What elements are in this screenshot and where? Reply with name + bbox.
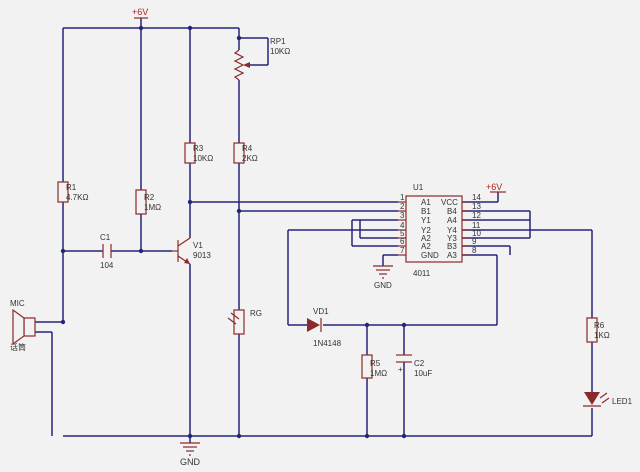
svg-text:VCC: VCC [441,198,458,207]
resistor-r4: R4 2KΩ [233,142,258,164]
svg-text:C1: C1 [100,233,111,242]
svg-text:6: 6 [400,237,405,246]
svg-text:10: 10 [472,229,481,238]
ground-label: GND [180,457,201,467]
led-led1: LED1 [583,392,633,407]
svg-text:3: 3 [400,211,405,220]
svg-text:2KΩ: 2KΩ [242,154,258,163]
microphone-mic: MIC 话筒 [10,299,36,352]
svg-text:1MΩ: 1MΩ [370,369,387,378]
svg-text:1: 1 [400,193,405,202]
svg-text:Y1: Y1 [421,216,431,225]
svg-text:5: 5 [400,229,405,238]
wires [35,18,593,443]
svg-text:Y2: Y2 [421,226,431,235]
ic-ground-label: GND [374,281,392,290]
diode-vd1: VD1 1N4148 [307,307,342,348]
svg-text:1N4148: 1N4148 [313,339,342,348]
svg-text:R6: R6 [594,321,605,330]
svg-text:13: 13 [472,202,481,211]
svg-text:MIC: MIC [10,299,25,308]
ic-ref: U1 [413,183,424,192]
svg-text:R4: R4 [242,144,253,153]
svg-text:A4: A4 [447,216,457,225]
power-symbol-top: +6V [132,7,148,19]
svg-text:R1: R1 [66,183,77,192]
svg-text:A3: A3 [447,251,457,260]
svg-text:A2: A2 [421,234,431,243]
svg-text:A2: A2 [421,242,431,251]
ic-part: 4011 [413,269,431,278]
svg-text:4.7KΩ: 4.7KΩ [66,193,88,202]
svg-text:1MΩ: 1MΩ [144,203,161,212]
svg-text:10uF: 10uF [414,369,432,378]
capacitor-c2: + C2 10uF [396,354,432,378]
svg-text:12: 12 [472,211,481,220]
svg-text:+: + [398,365,403,374]
ic-power-label: +6V [486,182,502,192]
junctions [60,25,407,439]
resistor-r6: R6 1KΩ [586,317,610,343]
svg-text:B4: B4 [447,207,457,216]
svg-text:R2: R2 [144,193,155,202]
svg-text:8: 8 [472,246,477,255]
power-label: +6V [132,7,148,17]
resistor-r2: R2 1MΩ [135,189,161,215]
svg-text:14: 14 [472,193,481,202]
svg-text:R3: R3 [193,144,204,153]
svg-text:R5: R5 [370,359,381,368]
ic-u1-4011: U1 4011 1 2 3 4 5 6 7 A1 B1 Y1 Y2 A2 A2 … [398,183,481,278]
svg-text:RP1: RP1 [270,37,286,46]
svg-text:4: 4 [400,221,405,230]
svg-text:V1: V1 [193,241,203,250]
svg-text:B3: B3 [447,242,457,251]
svg-text:9013: 9013 [193,251,211,260]
svg-text:11: 11 [472,221,481,230]
svg-text:7: 7 [400,246,405,255]
potentiometer-rp1: RP1 10KΩ [233,37,290,81]
resistor-r1: R1 4.7KΩ [57,181,88,203]
svg-text:10KΩ: 10KΩ [193,154,213,163]
resistor-r3: R3 10KΩ [184,142,213,164]
svg-text:Y3: Y3 [447,234,457,243]
svg-text:C2: C2 [414,359,425,368]
svg-text:10KΩ: 10KΩ [270,47,290,56]
photoresistor-rg: RG [227,309,262,335]
ground-symbol-main: GND [180,442,201,467]
svg-text:话筒: 话筒 [10,342,26,352]
transistor-v1: V1 9013 [172,237,211,265]
svg-text:LED1: LED1 [612,397,633,406]
svg-text:B1: B1 [421,207,431,216]
svg-text:Y4: Y4 [447,226,457,235]
svg-text:9: 9 [472,237,477,246]
svg-text:1KΩ: 1KΩ [594,331,610,340]
capacitor-c1: C1 104 [100,233,114,270]
power-symbol-ic: +6V [486,182,506,193]
svg-text:104: 104 [100,261,114,270]
svg-text:GND: GND [421,251,439,260]
ground-symbol-ic: GND [373,265,393,290]
svg-text:RG: RG [250,309,262,318]
svg-text:2: 2 [400,202,405,211]
resistor-r5: R5 1MΩ [361,354,387,379]
svg-text:VD1: VD1 [313,307,329,316]
svg-text:A1: A1 [421,198,431,207]
